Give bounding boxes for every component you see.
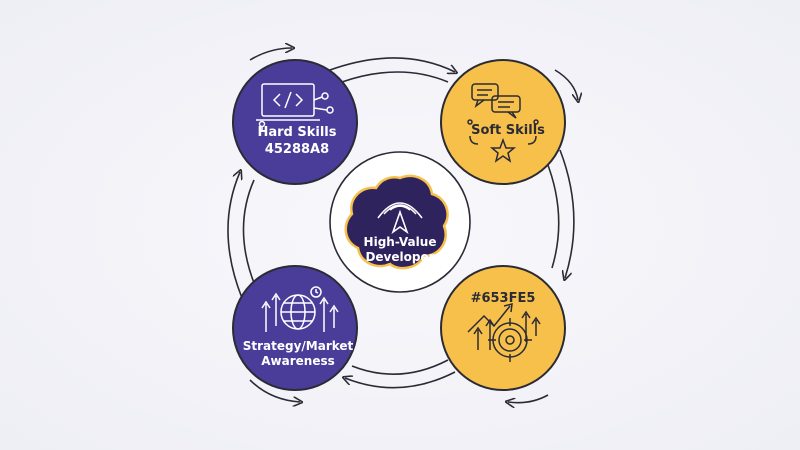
arrow-soft-to-growth-inner	[545, 159, 560, 269]
arrow-top-left-small	[249, 48, 292, 61]
arrow-growth-to-strategy-inner	[351, 359, 449, 375]
arrow-growth-to-strategy	[345, 371, 456, 389]
arrow-right-small	[554, 69, 578, 100]
strategy-label-line2: Awareness	[261, 354, 335, 368]
node-hard-skills: Hard Skills 45288A8	[232, 59, 358, 185]
center-label-line1: High-Value	[364, 235, 437, 249]
globe-arrows-icon	[261, 286, 339, 332]
arrow-bottom-left-small	[249, 379, 300, 402]
arrow-strategy-to-hard	[227, 172, 243, 299]
arrow-bottom-right-small	[508, 394, 549, 403]
arrow-hard-to-soft	[329, 57, 455, 72]
code-laptop-icon	[256, 83, 334, 132]
node-soft-skills: Soft Skills	[440, 59, 566, 185]
center-hub: High-Value Developer	[329, 151, 471, 293]
arrow-soft-to-growth	[559, 149, 575, 278]
growth-label: #653FE5	[471, 291, 536, 306]
node-strategy: Strategy/Market Awareness	[232, 265, 358, 391]
hard-skills-label: Hard Skills	[257, 125, 336, 140]
chat-bubbles-star-icon	[467, 83, 539, 163]
arrow-strategy-to-hard-inner	[242, 179, 257, 289]
strategy-label-line1: Strategy/Market	[243, 339, 354, 353]
radar-arrow-icon	[377, 202, 423, 235]
center-label-line2: Developer	[365, 250, 434, 264]
cycle-arrows	[227, 48, 578, 403]
arrow-hard-to-soft-inner	[341, 71, 449, 83]
node-growth: #653FE5	[440, 265, 566, 391]
soft-skills-label: Soft Skills	[471, 123, 545, 138]
growth-target-icon	[467, 303, 541, 362]
hard-skills-sublabel: 45288A8	[265, 142, 329, 157]
